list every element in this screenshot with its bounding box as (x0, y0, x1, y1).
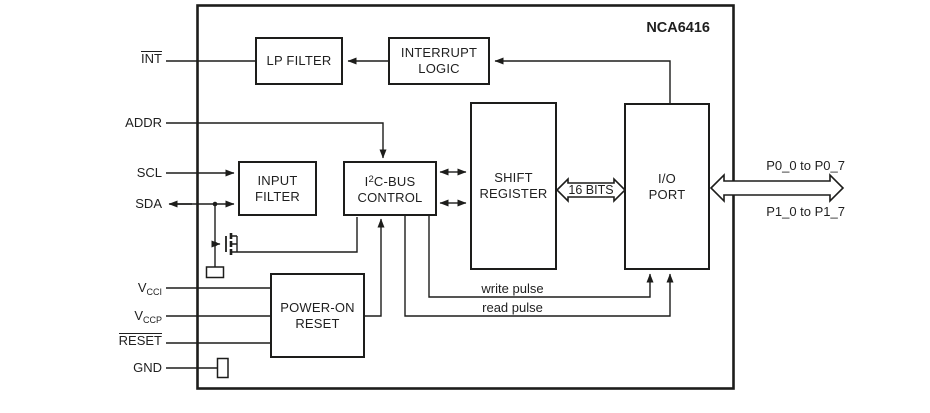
i2c-sup: 2 (368, 173, 374, 185)
junction-dot-sda (212, 201, 218, 207)
pin-sda-text: SDA (135, 196, 162, 211)
block-shift-register: SHIFT REGISTER (470, 102, 557, 270)
block-io-port-line1: I/O (658, 170, 676, 186)
pin-label-int: INT (60, 51, 162, 67)
block-shift-register-line1: SHIFT (494, 170, 533, 185)
pin-vcci-base: V (137, 280, 147, 295)
block-interrupt-logic: INTERRUPT LOGIC (388, 37, 490, 85)
block-i2c-line2: CONTROL (357, 189, 423, 205)
block-por-line2: RESET (295, 315, 340, 331)
block-interrupt-logic-line2: LOGIC (418, 61, 460, 76)
block-interrupt-logic-line1: INTERRUPT (400, 45, 478, 60)
wire-write-pulse (428, 216, 654, 298)
signal-label-read-pulse: read pulse (482, 300, 543, 315)
block-input-filter-line2: FILTER (254, 188, 301, 204)
pin-label-addr: ADDR (60, 115, 162, 131)
i2c-post: C-BUS (373, 173, 416, 189)
block-i2c-bus-control: I2C-BUS CONTROL (343, 161, 437, 216)
i2c-pre: I (364, 173, 369, 189)
pad-icon-gnd (216, 357, 229, 379)
pin-label-gnd: GND (60, 360, 162, 376)
pin-label-sda: SDA (60, 196, 162, 212)
chip-name: NCA6416 (646, 20, 710, 36)
block-lp-filter: LP FILTER (255, 37, 343, 85)
pin-scl-text: SCL (136, 165, 162, 180)
wire-read-pulse (404, 216, 674, 317)
wire-driver-to-i2c (237, 217, 358, 253)
block-input-filter-line1: INPUT (257, 172, 298, 188)
pad-icon-sda-driver (205, 266, 225, 279)
pin-label-reset: RESET (60, 333, 162, 349)
signal-label-write-pulse: write pulse (481, 281, 544, 296)
wire-por-to-i2c (365, 218, 385, 317)
pin-gnd-text: GND (133, 360, 162, 375)
bus-arrow-ports (709, 173, 845, 203)
block-io-port: I/O PORT (624, 103, 710, 270)
pin-label-vccp: VCCP (60, 308, 162, 328)
pin-int-text: INT (141, 51, 162, 66)
bus-label-port0: P0_0 to P0_7 (766, 158, 845, 173)
pin-vccp-base: V (134, 308, 143, 323)
block-io-port-line2: PORT (648, 186, 686, 202)
pin-vcci-sub: CCI (146, 287, 163, 297)
block-shift-register-line2: REGISTER (479, 186, 548, 201)
wire-ioport-to-intlogic (494, 57, 671, 103)
bus-label-16-bits: 16 BITS (568, 183, 614, 197)
bus-label-port1: P1_0 to P1_7 (766, 204, 845, 219)
pin-vccp-sub: CCP (142, 315, 162, 325)
block-por-line1: POWER-ON (280, 299, 355, 315)
chip-boundary (196, 4, 735, 390)
block-input-filter: INPUT FILTER (238, 161, 317, 216)
wire-addr (166, 122, 387, 159)
mosfet-icon (225, 233, 238, 255)
wires (166, 57, 674, 369)
pin-addr-text: ADDR (125, 115, 162, 130)
block-i2c-line1: I2C-BUS (365, 172, 416, 190)
block-lp-filter-label: LP FILTER (266, 53, 332, 68)
pin-label-vcci: VCCI (60, 280, 162, 300)
junction-dot-gate (212, 241, 218, 247)
block-power-on-reset: POWER-ON RESET (270, 273, 365, 358)
pin-label-scl: SCL (60, 165, 162, 181)
pin-reset-text: RESET (118, 333, 162, 348)
